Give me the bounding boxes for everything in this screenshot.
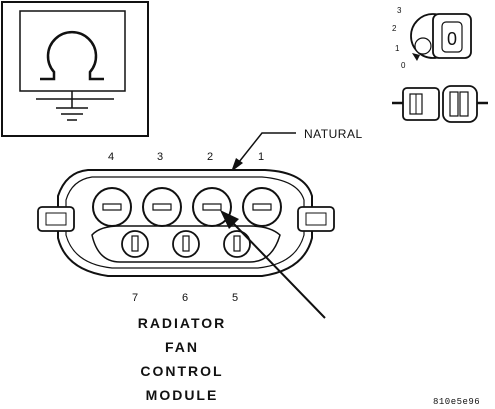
pin-number-3: 3 (157, 151, 163, 163)
cavity-6 (172, 230, 200, 258)
callout-natural: NATURAL (304, 127, 363, 141)
figure-id: 810e5e96 (433, 397, 480, 407)
callout-leader (231, 132, 296, 172)
ohmmeter-icon (1, 1, 149, 137)
title-line-4: MODULE (146, 387, 219, 403)
pin-number-7: 7 (132, 292, 138, 304)
key-symbol: 0 (447, 29, 457, 49)
pin-number-1: 1 (258, 151, 264, 163)
cavity-4 (92, 187, 132, 227)
connector-body (37, 169, 335, 277)
key-position-label: 3 (397, 6, 402, 15)
cavity-1 (242, 187, 282, 227)
pin-number-5: 5 (232, 292, 238, 304)
cavity-2 (192, 187, 232, 227)
cavity-7 (121, 230, 149, 258)
title-line-3: CONTROL (140, 363, 223, 379)
pin-number-4: 4 (108, 151, 114, 163)
title-line-2: FAN (165, 339, 199, 355)
pin-number-2: 2 (207, 151, 213, 163)
cavity-3 (142, 187, 182, 227)
key-position-label: 0 (401, 61, 406, 70)
pointer-arrow (220, 210, 326, 319)
title-line-1: RADIATOR (138, 315, 227, 331)
connector-mating-icon (392, 85, 488, 123)
key-position-label: 2 (392, 24, 397, 33)
pin-number-6: 6 (182, 292, 188, 304)
key-position-label: 1 (395, 44, 400, 53)
ignition-key-icon: 3 2 1 0 0 (392, 6, 472, 70)
cavity-5 (223, 230, 251, 258)
